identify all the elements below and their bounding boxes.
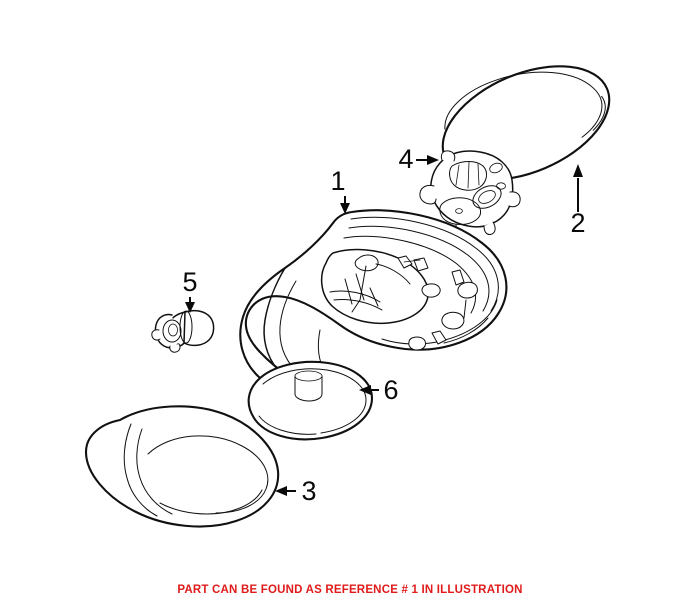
callout-2-arrowhead: [573, 164, 583, 177]
bulb-socket-lug: [151, 329, 161, 341]
cover-cap-fold-left: [123, 423, 158, 517]
actuator-drive-boss: [455, 208, 463, 214]
mirror-glass-thickness: [592, 95, 606, 131]
base-gasket-post: [294, 375, 323, 402]
callout-1-arrowhead: [340, 203, 350, 214]
housing-rib-vert: [351, 265, 367, 313]
callout-5: 5: [182, 267, 198, 313]
actuator-pivot-ring: [472, 185, 502, 209]
housing-ridge-2: [348, 225, 490, 312]
actuator-boss-upper: [489, 162, 503, 174]
callout-6-arrowhead: [359, 385, 371, 395]
housing-tab-right-stem: [463, 299, 467, 319]
callout-1: 1: [330, 166, 350, 214]
actuator-boss-side: [496, 182, 506, 190]
base-gasket-post-top: [294, 370, 323, 382]
housing-edge-highlight: [443, 317, 489, 344]
neck-inner-contour: [263, 267, 286, 371]
housing-rib-short-1: [344, 278, 353, 305]
mirror-glass-inner-edge: [444, 71, 603, 138]
actuator-foot-right: [483, 221, 496, 235]
callout-6-number: 6: [383, 375, 398, 405]
housing-rib-short-3: [369, 287, 379, 307]
housing-outer-shell: [239, 209, 508, 391]
callout-1-number: 1: [330, 166, 345, 196]
part-mirror-cover-cap: [84, 405, 280, 528]
bulb-socket-notch: [169, 343, 181, 353]
housing-rib-short-2: [355, 273, 365, 301]
housing-tab-right-1: [451, 269, 465, 286]
housing-bracket-link: [403, 259, 421, 263]
callout-4-number: 4: [398, 144, 413, 174]
housing-tab-lower: [441, 311, 465, 330]
housing-boss-center: [421, 283, 441, 298]
part-mirror-housing-assembly: [239, 209, 508, 401]
bulb-socket-bore-inner: [168, 323, 178, 337]
actuator-left-ear: [419, 184, 437, 205]
callout-4: 4: [398, 144, 439, 174]
housing-rib-diag-3: [329, 290, 381, 303]
housing-rib-diag-1: [375, 263, 411, 285]
base-gasket-inner: [262, 368, 367, 434]
callout-4-arrowhead: [427, 155, 439, 165]
reference-caption: PART CAN BE FOUND AS REFERENCE # 1 IN IL…: [177, 584, 523, 596]
callout-5-arrowhead: [185, 302, 195, 313]
callout-3: 3: [275, 476, 317, 506]
caption-bar: PART CAN BE FOUND AS REFERENCE # 1 IN IL…: [0, 580, 700, 598]
cover-cap-fold-left-2: [136, 428, 173, 515]
housing-bracket-b: [413, 257, 429, 272]
callout-5-number: 5: [182, 267, 197, 297]
callout-2-number: 2: [570, 208, 585, 238]
neck-inner-contour-2: [279, 280, 297, 371]
actuator-rib-1: [455, 164, 460, 186]
part-mirror-base-gasket: [247, 360, 374, 441]
actuator-rib-2: [467, 161, 470, 189]
callout-6: 6: [359, 375, 399, 405]
callout-2: 2: [570, 164, 586, 238]
actuator-pivot-bore: [478, 190, 496, 204]
callout-3-arrowhead: [275, 486, 287, 496]
actuator-top-tab: [440, 150, 456, 162]
housing-clip-top: [354, 254, 379, 272]
cover-cap-inner-rim: [147, 435, 269, 514]
part-bulb-socket: [151, 309, 215, 353]
housing-rib-diag-2: [333, 299, 383, 311]
bulb-socket-barrel: [183, 309, 215, 347]
cover-cap-outline: [84, 405, 280, 528]
actuator-rib-3: [477, 163, 480, 186]
actuator-drive-pod: [439, 197, 481, 225]
bulb-socket-bore-outer: [162, 319, 182, 343]
housing-tab-bottom: [431, 330, 447, 345]
cover-cap-rim-bottom: [159, 489, 263, 515]
housing-foot-bottom: [408, 336, 426, 351]
actuator-gear-housing: [449, 161, 488, 191]
base-gasket-bottom-edge: [258, 415, 317, 435]
housing-tab-right-2: [457, 281, 478, 299]
housing-ridge-1: [350, 216, 499, 312]
callout-3-number: 3: [301, 476, 316, 506]
actuator-right-tab: [508, 191, 521, 208]
